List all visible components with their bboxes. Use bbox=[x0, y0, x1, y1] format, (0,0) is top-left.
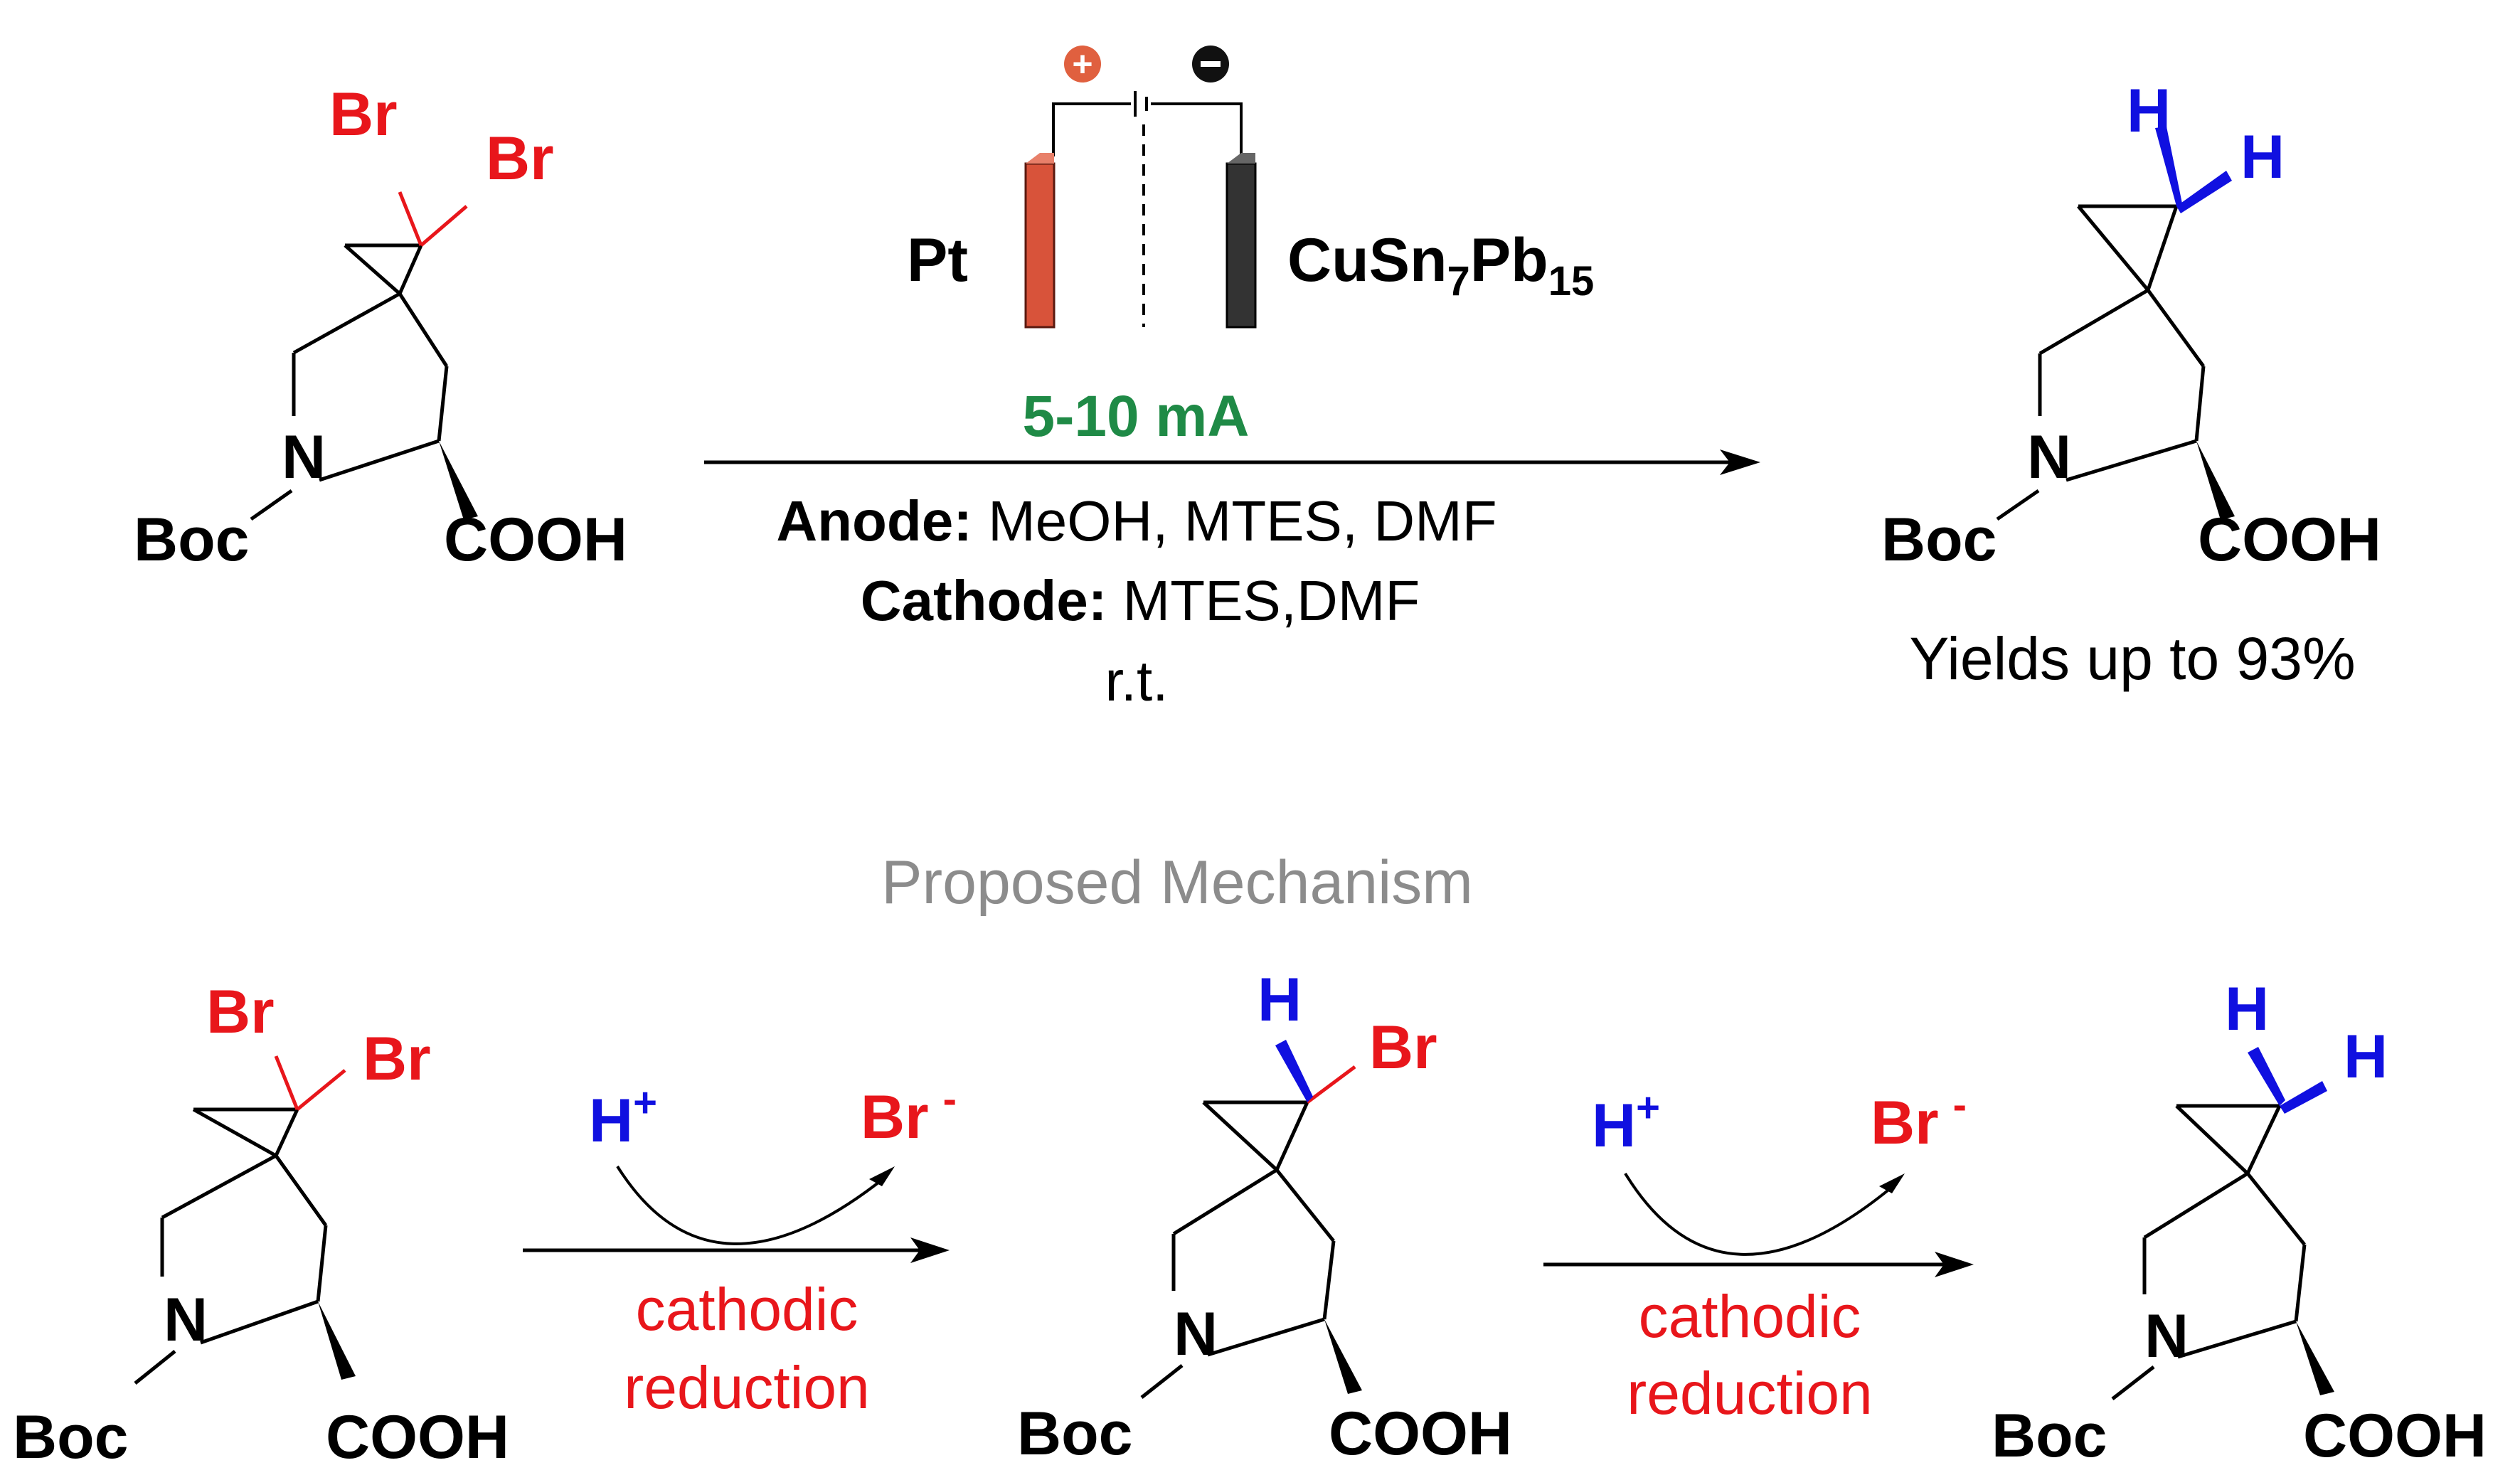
step1-label-2: reduction bbox=[624, 1354, 870, 1421]
step2-curved-arrowhead bbox=[1879, 1173, 1905, 1193]
svg-text:+: + bbox=[1072, 44, 1092, 84]
mechanism-title: Proposed Mechanism bbox=[881, 848, 1473, 917]
current-label: 5-10 mA bbox=[1022, 384, 1249, 449]
product-n-atom: N bbox=[2027, 423, 2071, 491]
start-cooh: COOH bbox=[444, 506, 627, 574]
minus-terminal-icon bbox=[1192, 46, 1229, 82]
mol3-boc: Boc bbox=[1992, 1402, 2107, 1470]
cathode-material-label: CuSn7Pb15 bbox=[1287, 226, 1594, 304]
yield-text: Yields up to 93% bbox=[1909, 625, 2355, 692]
mol2-h: H bbox=[1258, 966, 1302, 1034]
product-h-1: H bbox=[2127, 77, 2171, 145]
starting-material bbox=[250, 191, 478, 521]
mol1-n-atom: N bbox=[164, 1286, 208, 1354]
mech-molecule-1 bbox=[134, 1055, 356, 1385]
step1-arrowhead bbox=[910, 1237, 950, 1263]
anode-electrode bbox=[1024, 153, 1056, 329]
mol1-cooh: COOH bbox=[326, 1403, 509, 1471]
mol2-cooh: COOH bbox=[1329, 1400, 1512, 1468]
step1-bromide: Br- bbox=[861, 1076, 957, 1151]
step1-curved-arrowhead bbox=[869, 1166, 895, 1186]
product bbox=[1996, 127, 2235, 521]
mech-molecule-3 bbox=[2111, 1047, 2334, 1400]
electrochemical-cell: + bbox=[1024, 44, 1257, 329]
mech-molecule-2 bbox=[1140, 1040, 1362, 1399]
step2-arrowhead bbox=[1935, 1252, 1974, 1277]
mol2-n-atom: N bbox=[1174, 1300, 1218, 1368]
step2-label-1: cathodic bbox=[1639, 1283, 1861, 1350]
product-boc: Boc bbox=[1881, 506, 1997, 574]
mol3-h-1: H bbox=[2225, 975, 2269, 1043]
product-cooh: COOH bbox=[2198, 506, 2381, 574]
cathode-electrode bbox=[1226, 153, 1257, 329]
mol3-n-atom: N bbox=[2144, 1302, 2189, 1370]
start-br-2: Br bbox=[486, 124, 554, 193]
step2-curved-arrow bbox=[1624, 1172, 1897, 1256]
step1-curved-arrow bbox=[616, 1165, 887, 1245]
start-boc: Boc bbox=[134, 506, 249, 574]
step1-proton: H+ bbox=[589, 1080, 657, 1155]
product-h-2: H bbox=[2240, 123, 2285, 191]
step2-bromide: Br- bbox=[1871, 1082, 1967, 1157]
anode-conditions: Anode: MeOH, MTES, DMF bbox=[776, 489, 1496, 553]
start-br-1: Br bbox=[329, 80, 398, 149]
step1-label-1: cathodic bbox=[636, 1276, 858, 1343]
mol1-boc: Boc bbox=[13, 1403, 128, 1471]
plus-terminal-icon: + bbox=[1064, 44, 1101, 84]
mol3-h-2: H bbox=[2344, 1023, 2388, 1091]
start-n-atom: N bbox=[282, 423, 326, 491]
mol1-br-1: Br bbox=[206, 978, 275, 1046]
step2-proton: H+ bbox=[1592, 1085, 1660, 1160]
mol2-boc: Boc bbox=[1017, 1400, 1132, 1468]
anode-material-label: Pt bbox=[907, 226, 968, 294]
mol1-br-2: Br bbox=[363, 1025, 431, 1093]
mol2-br: Br bbox=[1369, 1013, 1437, 1082]
cathode-conditions: Cathode: MTES,DMF bbox=[861, 569, 1420, 632]
reaction-arrow bbox=[704, 449, 1760, 475]
step2-label-2: reduction bbox=[1627, 1360, 1873, 1427]
mol3-cooh: COOH bbox=[2303, 1402, 2487, 1470]
temperature-label: r.t. bbox=[1105, 649, 1169, 713]
